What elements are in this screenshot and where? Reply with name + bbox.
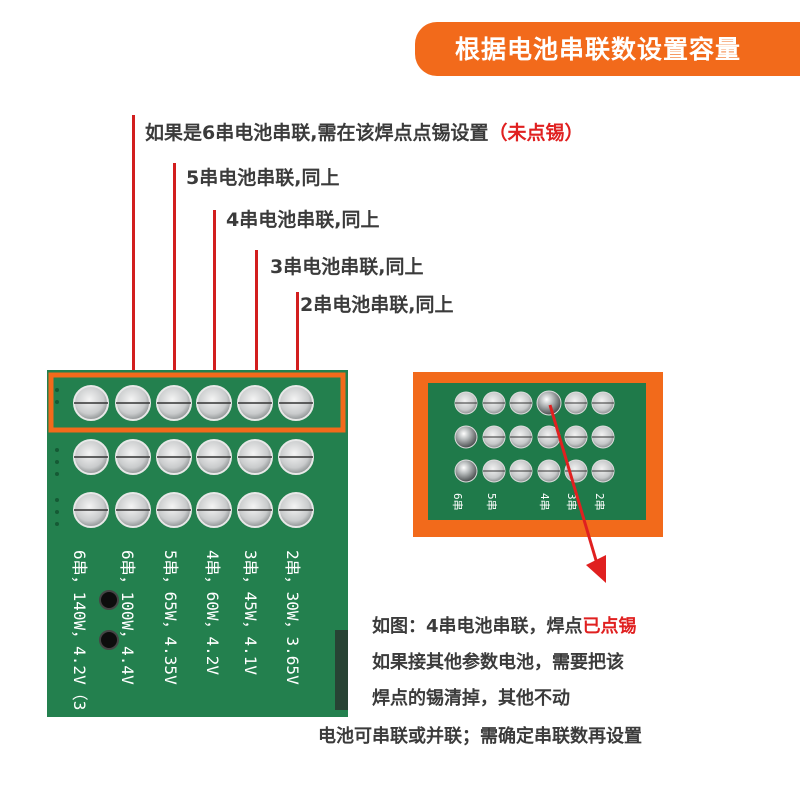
label-6-series: 如果是6串电池串联,需在该焊点点锡设置（未点锡）	[145, 118, 583, 145]
caption-1-text: 如图：4串电池串联，焊点	[372, 616, 583, 637]
caption-line-2: 如果接其他参数电池，需要把该	[372, 652, 624, 673]
label-6-note: （未点锡）	[488, 122, 584, 144]
pcb-closeup-right: 6串 5串 4串 3串 2串	[428, 383, 646, 520]
silk-col4: 4串，60W，4.2V	[203, 550, 222, 675]
leader-line-6	[132, 115, 135, 383]
silk-col5: 3串，45W，4.1V	[241, 550, 260, 675]
page-title: 根据电池串联数设置容量	[455, 35, 742, 64]
silk-col6: 2串，30W，3.65V	[283, 550, 302, 685]
caption-line-3: 焊点的锡清掉，其他不动	[372, 688, 570, 709]
arrow-indicator	[548, 404, 606, 583]
silk-right-4: 3串	[565, 493, 578, 511]
silk-right-1: 6串	[451, 493, 464, 511]
silk-right-3: 4串	[538, 493, 551, 511]
caption-1-highlight: 已点锡	[582, 616, 637, 637]
label-5-series: 5串电池串联,同上	[186, 167, 340, 189]
silk-right-2: 5串	[485, 493, 498, 511]
label-6-text: 如果是6串电池串联,需在该焊点点锡设置	[145, 122, 489, 144]
silk-col3: 5串，65W，4.35V	[161, 550, 180, 685]
silk-col2: 6串，100W，4.4V	[118, 550, 137, 685]
label-3-series: 3串电池串联,同上	[270, 256, 424, 278]
silk-right-5: 2串	[593, 493, 606, 511]
leader-line-3	[255, 250, 258, 383]
leader-line-4	[213, 210, 216, 383]
silk-col1: 6串，140W，4.2V（3	[70, 550, 89, 710]
leader-line-2	[296, 292, 299, 383]
leader-line-5	[173, 163, 176, 383]
label-2-series: 2串电池串联,同上	[300, 294, 454, 316]
pcb-closeup-left: 6串，140W，4.2V（3 6串，100W，4.4V 5串，65W，4.35V…	[47, 370, 348, 717]
caption-line-4: 电池可串联或并联；需确定串联数再设置	[318, 726, 642, 747]
title-banner	[415, 22, 800, 76]
label-4-series: 4串电池串联,同上	[226, 209, 380, 231]
caption-line-1: 如图：4串电池串联，焊点已点锡	[372, 612, 637, 638]
